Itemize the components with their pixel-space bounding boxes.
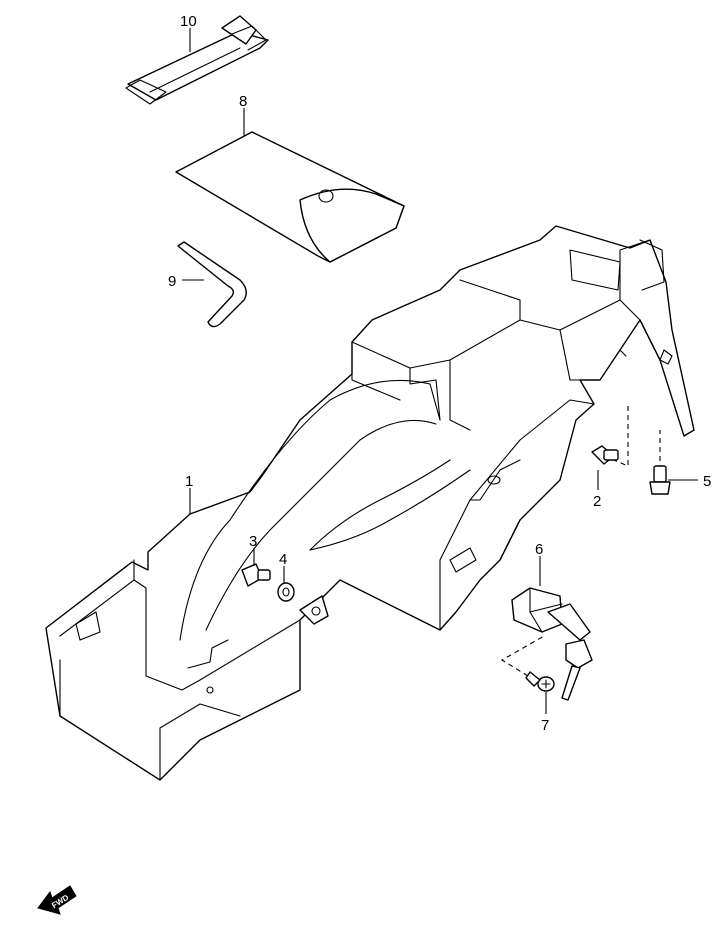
part-4-washer (277, 582, 295, 602)
part-3-bolt (241, 563, 271, 587)
callout-7: 7 (541, 717, 549, 734)
part-8-tool-bag (175, 131, 405, 263)
part-9-hex-wrench (177, 241, 247, 328)
part-7-alignment-line (500, 635, 545, 677)
part-10-strap (125, 15, 269, 105)
callout-5: 5 (703, 473, 711, 490)
callout-10: 10 (180, 13, 197, 30)
part-5-bolt (649, 465, 671, 495)
fwd-arrow-icon: FWD (37, 885, 77, 915)
callout-6: 6 (535, 541, 543, 558)
callout-2: 2 (593, 493, 601, 510)
part-7-screw (525, 671, 555, 692)
callout-3: 3 (249, 533, 257, 550)
callout-9: 9 (168, 273, 176, 290)
part-2-bolt (591, 445, 619, 465)
part-6-seat-lock (511, 587, 593, 701)
part-2-alignment-line (603, 404, 629, 467)
callout-1: 1 (185, 473, 193, 490)
part-1-rear-fender (45, 225, 695, 781)
callout-4: 4 (279, 551, 287, 568)
callout-8: 8 (239, 93, 247, 110)
